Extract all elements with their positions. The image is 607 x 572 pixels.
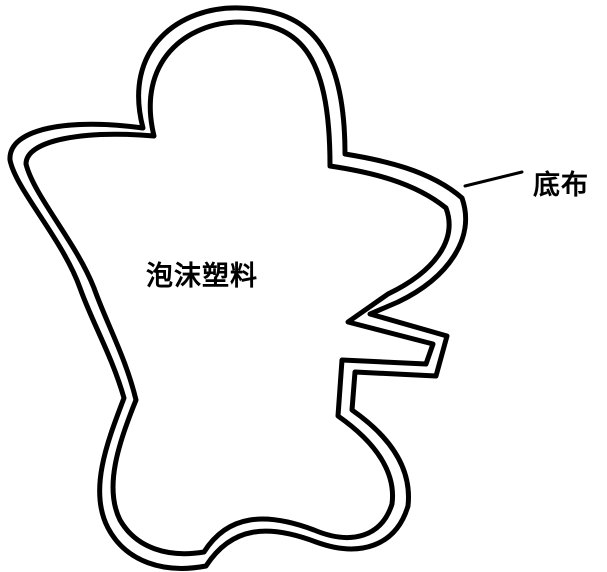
- cloth-leader-line: [463, 170, 524, 188]
- cloth-label: 底布: [533, 170, 589, 201]
- foam-label: 泡沫塑料: [146, 261, 258, 292]
- inner-foam-outline: [23, 19, 452, 557]
- outer-cloth-outline: [7, 5, 469, 571]
